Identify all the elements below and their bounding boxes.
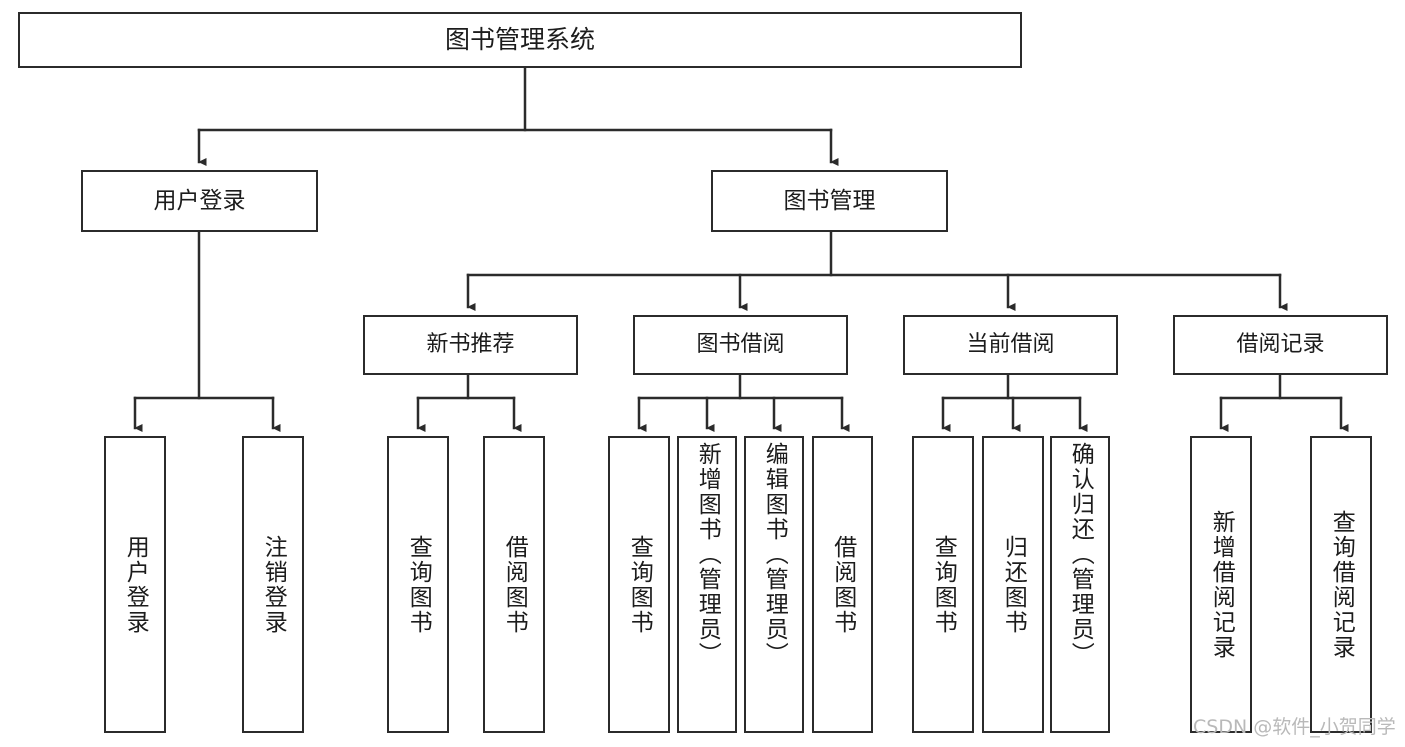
leaf-inner: 用户登录 xyxy=(106,438,164,731)
node-label: 图书管理系统 xyxy=(444,24,595,54)
node-label: 确认归还（管理员） xyxy=(1067,442,1094,667)
leaf-inner: 查询借阅记录 xyxy=(1312,438,1370,731)
leaf-inner: 查询图书 xyxy=(389,438,447,731)
node-book-management[interactable]: 图书管理 xyxy=(711,170,948,232)
node-label: 查询图书 xyxy=(626,534,653,635)
node-leaf-borrow-books-newbook[interactable]: 借阅图书 xyxy=(483,436,545,733)
node-user-login[interactable]: 用户登录 xyxy=(81,170,318,232)
node-leaf-query-books-newbook[interactable]: 查询图书 xyxy=(387,436,449,733)
node-leaf-add-book-admin[interactable]: 新增图书（管理员） xyxy=(677,436,737,733)
node-label: 借阅图书 xyxy=(829,534,856,635)
node-book-borrowing[interactable]: 图书借阅 xyxy=(633,315,848,375)
leaf-inner: 确认归还（管理员） xyxy=(1052,438,1108,735)
node-leaf-confirm-return-admin[interactable]: 确认归还（管理员） xyxy=(1050,436,1110,733)
node-label: 用户登录 xyxy=(153,187,246,214)
node-label: 当前借阅 xyxy=(966,332,1055,358)
node-leaf-user-login[interactable]: 用户登录 xyxy=(104,436,166,733)
leaf-inner: 查询图书 xyxy=(914,438,972,731)
node-leaf-query-books-current[interactable]: 查询图书 xyxy=(912,436,974,733)
node-current-borrowing[interactable]: 当前借阅 xyxy=(903,315,1118,375)
leaf-inner: 注销登录 xyxy=(244,438,302,731)
node-label: 查询图书 xyxy=(405,534,432,635)
leaf-inner: 编辑图书（管理员） xyxy=(746,438,802,735)
node-leaf-query-books-borrow[interactable]: 查询图书 xyxy=(608,436,670,733)
node-label: 用户登录 xyxy=(122,534,149,635)
leaf-inner: 借阅图书 xyxy=(485,438,543,731)
node-label: 查询图书 xyxy=(930,534,957,635)
node-book-management-system[interactable]: 图书管理系统 xyxy=(18,12,1022,68)
leaf-inner: 归还图书 xyxy=(984,438,1042,731)
node-label: 新书推荐 xyxy=(426,332,515,358)
node-leaf-query-borrow-record[interactable]: 查询借阅记录 xyxy=(1310,436,1372,733)
node-label: 归还图书 xyxy=(1000,534,1027,635)
node-label: 注销登录 xyxy=(260,534,287,635)
leaf-inner: 新增图书（管理员） xyxy=(679,438,735,735)
node-label: 借阅记录 xyxy=(1236,332,1325,358)
node-label: 图书管理 xyxy=(783,187,876,214)
node-label: 查询借阅记录 xyxy=(1328,509,1355,660)
leaf-inner: 借阅图书 xyxy=(814,438,871,731)
watermark: CSDN @软件_小贺同学 xyxy=(1193,716,1396,738)
node-label: 编辑图书（管理员） xyxy=(761,442,788,667)
node-label: 图书借阅 xyxy=(696,332,785,358)
node-leaf-logout[interactable]: 注销登录 xyxy=(242,436,304,733)
node-label: 新增图书（管理员） xyxy=(694,442,721,667)
node-label: 新增借阅记录 xyxy=(1208,509,1235,660)
node-leaf-borrow-books[interactable]: 借阅图书 xyxy=(812,436,873,733)
leaf-inner: 查询图书 xyxy=(610,438,668,731)
node-label: 借阅图书 xyxy=(501,534,528,635)
node-new-book-recommendation[interactable]: 新书推荐 xyxy=(363,315,578,375)
leaf-inner: 新增借阅记录 xyxy=(1192,438,1250,731)
node-leaf-add-borrow-record[interactable]: 新增借阅记录 xyxy=(1190,436,1252,733)
node-leaf-return-books[interactable]: 归还图书 xyxy=(982,436,1044,733)
node-leaf-edit-book-admin[interactable]: 编辑图书（管理员） xyxy=(744,436,804,733)
node-borrowing-records[interactable]: 借阅记录 xyxy=(1173,315,1388,375)
